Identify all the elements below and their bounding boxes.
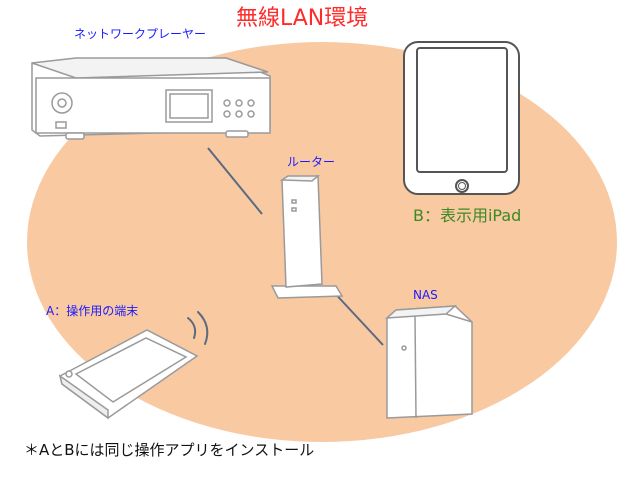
- nas-label: NAS: [413, 288, 438, 302]
- router-icon: [270, 175, 344, 299]
- diagram-title: 無線LAN環境: [236, 6, 369, 31]
- router-label: ルーター: [287, 155, 336, 169]
- ipad-label: B：表示用iPad: [413, 206, 522, 225]
- network-player-icon: [31, 57, 271, 140]
- footnote-text: ＊AとBには同じ操作アプリをインストール: [24, 441, 315, 459]
- router-nas-link: [329, 287, 384, 346]
- handheld-terminal-icon: [58, 329, 199, 420]
- wifi-signal-icon: [187, 311, 209, 345]
- terminal-label: A：操作用の端末: [46, 304, 139, 318]
- nas-icon: [384, 305, 473, 419]
- network-player-label: ネットワークプレーヤー: [74, 27, 207, 41]
- player-router-link: [207, 147, 263, 215]
- tablet-icon: [403, 41, 520, 195]
